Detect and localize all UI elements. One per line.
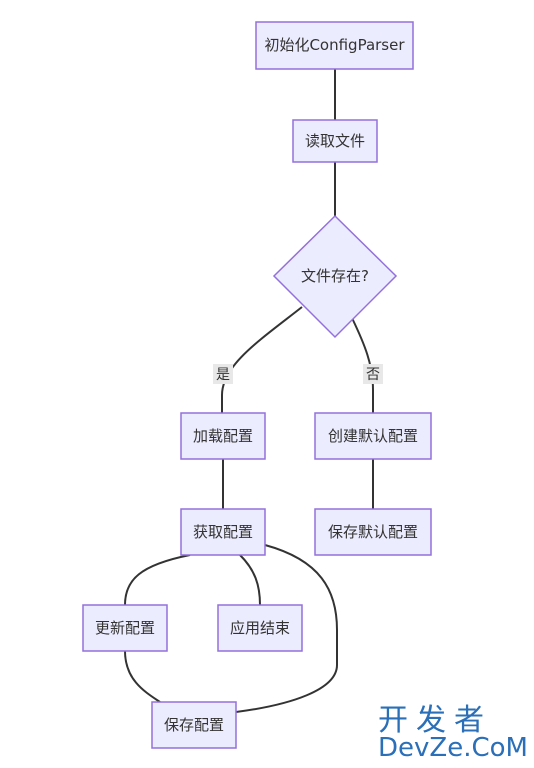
edge-get-to-save	[235, 544, 338, 713]
node-create-default-label: 创建默认配置	[328, 427, 418, 445]
node-save-default-label: 保存默认配置	[328, 523, 418, 541]
node-init: 初始化ConfigParser	[255, 21, 414, 70]
edge-update-to-save	[124, 650, 161, 703]
edge-exists-to-create	[351, 317, 374, 413]
edge-label-no-text: 否	[366, 367, 380, 383]
node-read-label: 读取文件	[305, 132, 365, 150]
edge-label-yes: 是	[213, 364, 233, 384]
edge-label-no: 否	[363, 364, 383, 384]
edge-exists-to-load	[221, 306, 303, 413]
edge-get-to-end	[239, 554, 261, 606]
node-update: 更新配置	[82, 604, 168, 652]
node-save: 保存配置	[151, 701, 237, 749]
node-save-label: 保存配置	[164, 716, 224, 734]
node-end-label: 应用结束	[230, 619, 290, 637]
watermark-line2: DevZe.CoM	[378, 733, 528, 763]
node-create-default: 创建默认配置	[314, 412, 432, 460]
node-get-label: 获取配置	[193, 523, 253, 541]
node-get: 获取配置	[180, 508, 266, 556]
node-exists: 文件存在?	[272, 214, 398, 339]
node-load: 加载配置	[180, 412, 266, 460]
node-exists-label: 文件存在?	[301, 267, 369, 285]
watermark-line1: 开发者	[378, 703, 492, 738]
node-update-label: 更新配置	[95, 619, 155, 637]
watermark-logo: 开发者 DevZe.CoM	[378, 703, 528, 763]
node-end: 应用结束	[217, 604, 303, 652]
edge-get-to-update	[124, 554, 191, 606]
node-read: 读取文件	[292, 119, 378, 163]
edge-label-yes-text: 是	[216, 367, 230, 383]
node-load-label: 加载配置	[193, 427, 253, 445]
node-save-default: 保存默认配置	[314, 508, 432, 556]
node-init-label: 初始化ConfigParser	[264, 36, 405, 54]
